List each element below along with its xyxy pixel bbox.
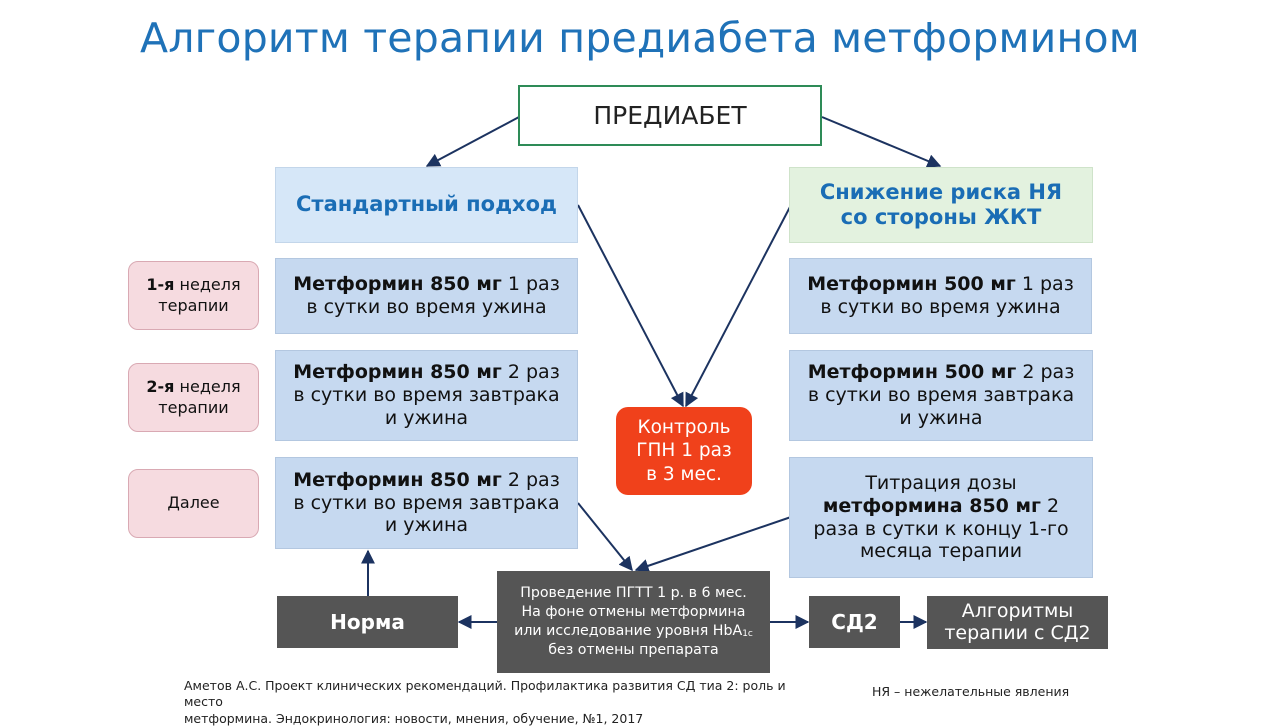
prediabet-box: ПРЕДИАБЕТ	[518, 85, 822, 146]
right-step-1: Метформин 500 мг 1 раз в сутки во время …	[789, 258, 1092, 334]
ogtt-line-3: или исследование уровня HbA	[514, 623, 743, 639]
dose-timing-2: и ужина	[384, 406, 469, 429]
dose-timing: в сутки во время завтрака	[293, 384, 560, 407]
abbreviation-note: НЯ – нежелательные явления	[872, 684, 1070, 699]
week-label-text: неделя	[174, 274, 241, 294]
page-title: Алгоритм терапии предиабета метформином	[140, 14, 1140, 62]
drug-dose: Метформин 500 мг	[807, 361, 1017, 384]
arrow-left-to-pgtt	[577, 502, 633, 572]
norma-box: Норма	[277, 596, 458, 648]
gi-risk-heading: Снижение риска НЯ со стороны ЖКТ	[789, 167, 1093, 243]
titration-line-3: раза в сутки к концу 1-го	[813, 517, 1069, 540]
left-step-2: Метформин 850 мг 2 раз в сутки во время …	[275, 350, 578, 441]
gi-risk-label-line1: Снижение риска НЯ	[819, 179, 1063, 204]
arrow-right-to-control	[685, 204, 792, 408]
dose-frequency: 1 раз	[501, 273, 560, 296]
week-label-text: Далее	[167, 493, 220, 513]
dose-timing: в сутки во время ужина	[820, 296, 1061, 318]
week-label-2: 2-я неделя терапии	[128, 363, 259, 432]
week-label-1: 1-я неделя терапии	[128, 261, 259, 330]
left-step-1: Метформин 850 мг 1 раз в сутки во время …	[275, 258, 578, 334]
week-label-bold: 1-я	[146, 274, 175, 294]
arrow-titration-to-pgtt	[634, 516, 792, 573]
titration-line-1: Титрация дозы	[865, 471, 1017, 494]
algorithms-line-1: Алгоритмы	[961, 599, 1074, 622]
left-step-3: Метформин 850 мг 2 раз в сутки во время …	[275, 457, 578, 549]
ogtt-box: Проведение ПГТТ 1 р. в 6 мес. На фоне от…	[497, 571, 770, 673]
arrow-left-to-control	[577, 204, 684, 408]
arrow-prediabet-right	[821, 116, 942, 168]
week-label-line2: терапии	[158, 397, 229, 417]
ogtt-line-2: На фоне отмены метформина	[521, 603, 746, 620]
dose-timing: в сутки во время ужина	[306, 296, 547, 318]
gi-risk-label-line2: со стороны ЖКТ	[840, 205, 1042, 229]
ogtt-hba1c-sub: 1c	[742, 629, 753, 639]
week-label-further: Далее	[128, 469, 259, 538]
reference-line-2: метформина. Эндокринология: новости, мне…	[184, 710, 644, 726]
dose-frequency: 2 раз	[501, 468, 560, 491]
dose-timing-2: и ужина	[899, 406, 983, 429]
right-step-titration: Титрация дозы метформина 850 мг 2 раза в…	[789, 457, 1093, 578]
standard-approach-label: Стандартный подход	[296, 192, 557, 217]
dose-timing-2: и ужина	[384, 514, 469, 537]
ogtt-line-1: Проведение ПГТТ 1 р. в 6 мес.	[520, 584, 747, 601]
week-label-line2: терапии	[158, 295, 229, 315]
t2d-label: СД2	[831, 610, 878, 634]
control-line-1: Контроль	[637, 417, 731, 439]
drug-dose: Метформин 850 мг	[293, 468, 502, 491]
drug-dose: Метформин 850 мг	[293, 273, 502, 296]
reference-line-1: Аметов А.С. Проект клинических рекоменда…	[184, 678, 786, 710]
prediabet-label: ПРЕДИАБЕТ	[593, 100, 747, 130]
control-line-2: ГПН 1 раз	[636, 440, 732, 462]
titration-count: 2	[1040, 494, 1060, 517]
dose-timing: в сутки во время завтрака	[807, 384, 1075, 407]
drug-dose: Метформин 850 мг	[293, 361, 502, 384]
dose-frequency: 2 раз	[501, 361, 560, 384]
right-step-2: Метформин 500 мг 2 раз в сутки во время …	[789, 350, 1093, 441]
titration-line-4: месяца терапии	[859, 540, 1023, 563]
t2d-algorithms-box: Алгоритмы терапии с СД2	[927, 596, 1108, 649]
dose-frequency: 1 раз	[1015, 273, 1074, 296]
dose-frequency: 2 раз	[1016, 361, 1075, 384]
ogtt-line-4: без отмены препарата	[548, 642, 719, 659]
reference-note: Аметов А.С. Проект клинических рекоменда…	[184, 678, 824, 727]
control-line-3: в 3 мес.	[646, 463, 722, 485]
algorithms-line-2: терапии с СД2	[944, 621, 1091, 644]
norma-label: Норма	[330, 610, 405, 634]
titration-dose: метформина 850 мг	[822, 494, 1041, 517]
standard-approach-heading: Стандартный подход	[275, 167, 578, 243]
control-fpg-box: Контроль ГПН 1 раз в 3 мес.	[616, 407, 752, 495]
dose-timing: в сутки во время завтрака	[293, 491, 560, 514]
week-label-bold: 2-я	[146, 376, 175, 396]
drug-dose: Метформин 500 мг	[807, 273, 1016, 296]
t2d-box: СД2	[809, 596, 900, 648]
arrow-prediabet-left	[425, 116, 520, 167]
week-label-text: неделя	[174, 376, 241, 396]
